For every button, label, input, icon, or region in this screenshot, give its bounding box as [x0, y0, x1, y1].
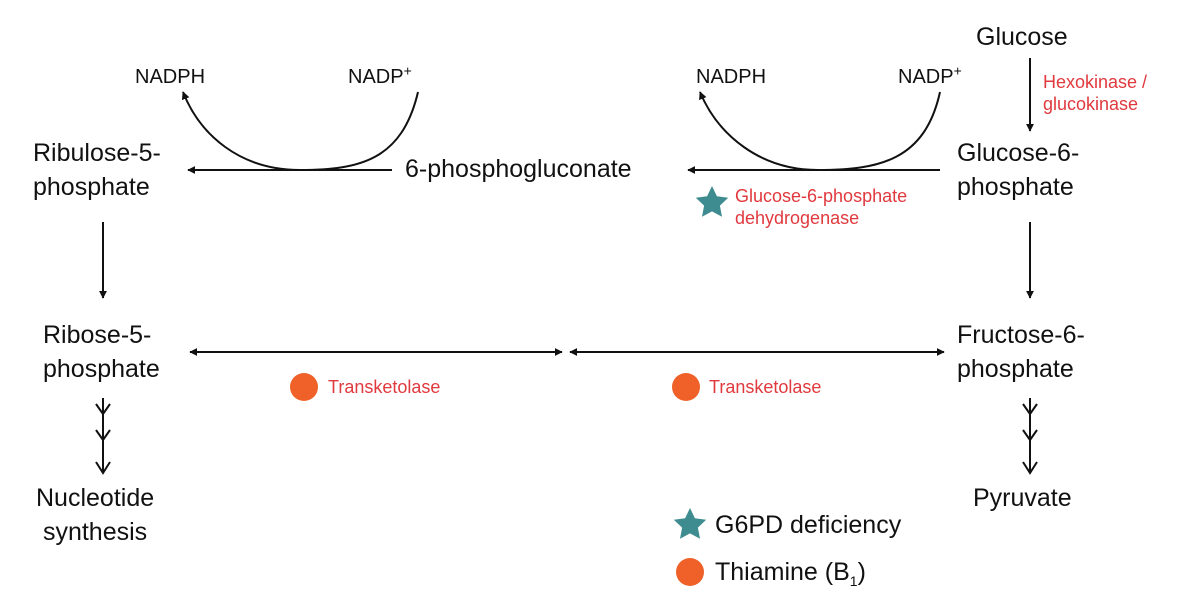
nucleotide-synthesis-label: Nucleotide synthesis [36, 484, 155, 546]
pyruvate-label: Pyruvate [973, 484, 1072, 512]
circle-icon [672, 373, 700, 401]
nadp-left-label: NADP+ [348, 62, 412, 88]
g6pd-enzyme-label: Glucose-6-phosphate dehydrogenase [735, 186, 908, 228]
glucose-label: Glucose [976, 23, 1068, 51]
legend-star-icon [673, 508, 707, 539]
multistep-arrow-pyruvate [1022, 398, 1038, 475]
multistep-arrow-nucleotide [95, 398, 111, 475]
6-phosphogluconate-label: 6-phosphogluconate [405, 155, 632, 183]
circle-icon [290, 373, 318, 401]
nadp-right-label: NADP+ [898, 62, 962, 88]
legend-g6pd-deficiency: G6PD deficiency [715, 511, 902, 539]
nadph-left-label: NADPH [135, 66, 206, 88]
legend-thiamine: Thiamine (B1) [715, 558, 866, 589]
arrow-nadp-to-nadph-right [699, 91, 941, 172]
nadph-right-label: NADPH [696, 66, 767, 88]
transketolase-left-label: Transketolase [328, 377, 441, 397]
star-icon [695, 186, 729, 217]
arrow-nadp-to-nadph-left [181, 91, 419, 172]
ribulose-5-phosphate-label: Ribulose-5- phosphate [33, 139, 161, 201]
hexokinase-label: Hexokinase / glucokinase [1043, 72, 1148, 114]
ribose-5-phosphate-label: Ribose-5- phosphate [43, 321, 160, 383]
glucose-6-phosphate-label: Glucose-6- phosphate [957, 139, 1080, 201]
fructose-6-phosphate-label: Fructose-6- phosphate [957, 321, 1085, 383]
legend-circle-icon [676, 558, 704, 586]
transketolase-right-label: Transketolase [709, 377, 822, 397]
